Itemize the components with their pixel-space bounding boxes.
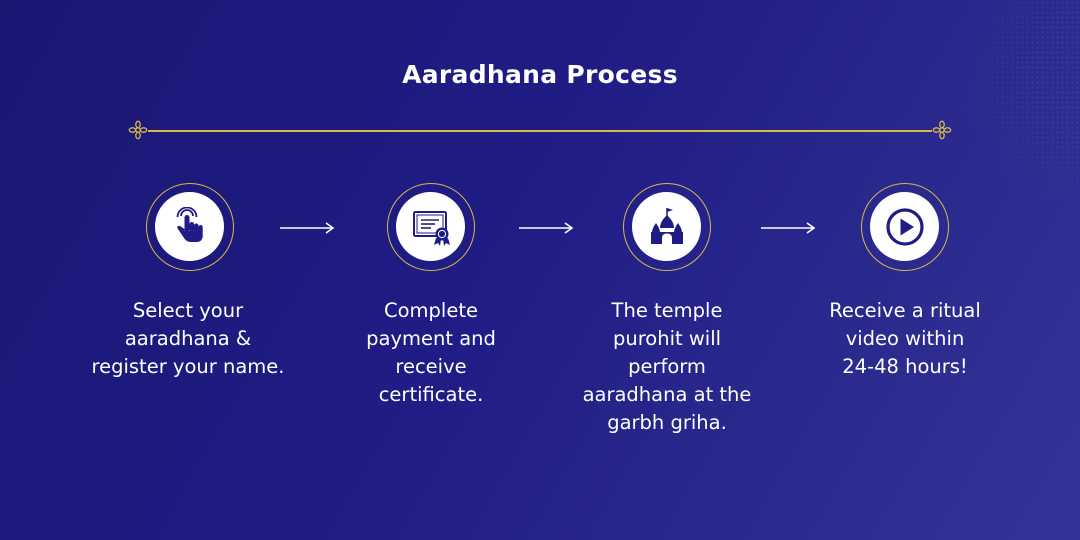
- step-text-line: perform: [628, 355, 706, 378]
- temple-icon: [650, 207, 683, 244]
- page-title: Aaradhana Process: [402, 60, 678, 89]
- step-text-line: Complete: [384, 299, 478, 322]
- arrow-right-icon: [519, 222, 574, 234]
- step-3-description: The temple purohit will perform aaradhan…: [552, 297, 782, 437]
- flower-ornament-icon: [932, 120, 952, 140]
- decorative-dot-pattern: [940, 0, 1080, 200]
- step-text-line: Select your: [132, 299, 244, 322]
- step-text-line: garbh griha.: [607, 411, 727, 434]
- step-1-icon-circle: [146, 183, 234, 271]
- step-1-description: Select your aaradhana & register your na…: [73, 297, 303, 381]
- step-4-description: Receive a ritual video within 24-48 hour…: [790, 297, 1020, 381]
- certificate-icon: [412, 210, 450, 246]
- step-text-line: receive: [395, 355, 467, 378]
- step-2-description: Complete payment and receive certificate…: [316, 297, 546, 409]
- play-icon: [885, 207, 924, 246]
- flower-ornament-icon: [128, 120, 148, 140]
- arrow-right-icon: [280, 222, 335, 234]
- step-2-icon-circle: [387, 183, 475, 271]
- divider-line: [148, 130, 932, 132]
- step-text-line: The temple: [611, 299, 723, 322]
- step-text-line: video within: [845, 327, 965, 350]
- step-3-icon-circle: [623, 183, 711, 271]
- hand-pointer-icon: [176, 206, 203, 242]
- arrow-right-icon: [761, 222, 816, 234]
- step-text-line: purohit will: [612, 327, 722, 350]
- step-text-line: payment and: [366, 327, 496, 350]
- step-text-line: 24-48 hours!: [842, 355, 968, 378]
- step-text-line: certificate.: [378, 383, 484, 406]
- step-4-icon-circle: [861, 183, 949, 271]
- step-text-line: aaradhana at the: [582, 383, 752, 406]
- ornamental-divider: [128, 120, 952, 142]
- step-text-line: register your name.: [91, 355, 285, 378]
- step-text-line: Receive a ritual: [829, 299, 981, 322]
- step-text-line: aaradhana &: [124, 327, 252, 350]
